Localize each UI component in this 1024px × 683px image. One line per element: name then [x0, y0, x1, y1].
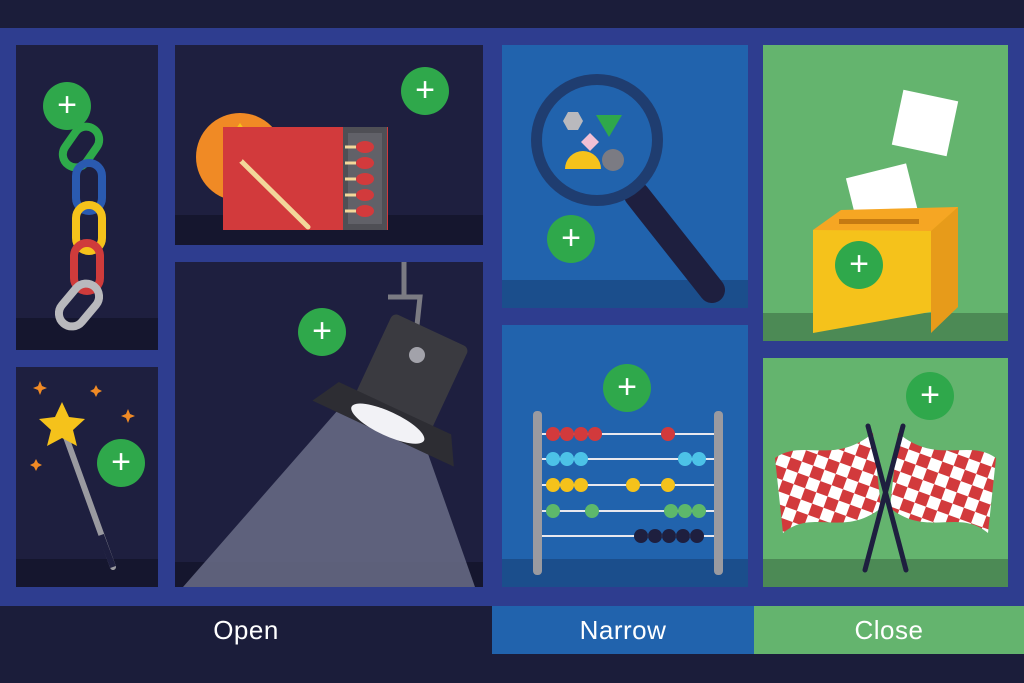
spotlight-icon [183, 262, 475, 587]
magic-wand-card[interactable]: + [16, 367, 158, 587]
add-button[interactable]: + [401, 67, 449, 115]
stage-label-narrow: Narrow [492, 606, 754, 654]
magnifying-glass-icon [531, 74, 725, 303]
chain-icon [54, 122, 106, 331]
add-button[interactable]: + [835, 241, 883, 289]
checkered-flags-card[interactable]: + [763, 358, 1008, 587]
add-button[interactable]: + [298, 308, 346, 356]
magnifier-card[interactable]: + [502, 45, 748, 308]
matchbox-icon [196, 113, 388, 230]
abacus-card[interactable]: + [502, 325, 748, 587]
stage-label-text: Narrow [579, 614, 667, 645]
floor [763, 559, 1008, 587]
ballot-box-icon [813, 89, 959, 333]
stage-label-open: Open [0, 606, 492, 654]
add-button[interactable]: + [603, 364, 651, 412]
magic-wand-icon [30, 381, 135, 570]
ballot-box-card[interactable]: + [763, 45, 1008, 341]
floor [16, 559, 158, 587]
matchbox-card[interactable]: + [175, 45, 483, 245]
add-button[interactable]: + [97, 439, 145, 487]
spotlight-card[interactable]: + [175, 262, 483, 587]
add-button[interactable]: + [906, 372, 954, 420]
stage-label-close: Close [754, 606, 1024, 654]
floor [16, 318, 158, 350]
floor [502, 559, 748, 587]
abacus-icon [533, 411, 723, 575]
chain-card[interactable]: + [16, 45, 158, 350]
add-button[interactable]: + [43, 82, 91, 130]
stage-label-text: Close [854, 614, 924, 645]
add-button[interactable]: + [547, 215, 595, 263]
stage-label-text: Open [213, 614, 279, 645]
checkered-flags-icon [775, 423, 996, 573]
